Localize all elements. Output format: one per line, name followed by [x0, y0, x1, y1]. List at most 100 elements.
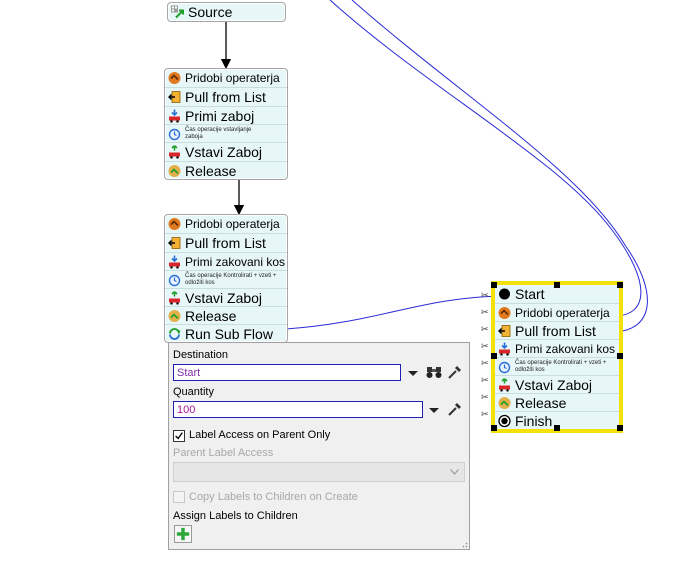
subflow-acquire-operator[interactable]: Pridobi operaterja [495, 304, 619, 322]
source-row[interactable]: Source [168, 3, 285, 21]
eyedropper-icon[interactable] [447, 402, 462, 417]
cut-icon[interactable]: ✂ [481, 307, 489, 317]
row-label: Čas operacije Kontrolirati + vzeti + odl… [515, 359, 607, 373]
subflow-pull-from-list[interactable]: Pull from List [495, 322, 619, 340]
cut-icon[interactable]: ✂ [481, 409, 489, 419]
plus-icon [176, 527, 190, 541]
subflow-release[interactable]: Release [495, 394, 619, 412]
block1-unload[interactable]: Vstavi Zaboj [165, 143, 287, 162]
block1-delay[interactable]: Čas operacije vstavljanje zaboja [165, 125, 287, 143]
resize-handle[interactable] [617, 353, 623, 359]
eyedropper-icon[interactable] [447, 365, 462, 380]
unload-icon [499, 378, 510, 391]
destination-input[interactable]: Start [173, 364, 401, 381]
row-label: Release [185, 162, 237, 179]
add-label-button[interactable] [174, 525, 192, 543]
subflow-delay[interactable]: Čas operacije Kontrolirati + vzeti + odl… [495, 358, 619, 376]
run-sub-flow-properties-panel: Destination Start Quantity 100 Label Acc… [168, 342, 470, 550]
block1-acquire-operator[interactable]: Pridobi operaterja [165, 69, 287, 88]
acquire-operator-icon [168, 72, 181, 84]
source-icon [171, 5, 184, 19]
cut-icon[interactable]: ✂ [481, 290, 489, 300]
start-icon [499, 288, 510, 300]
checkmark-icon [175, 432, 183, 440]
block2-pull-from-list[interactable]: Pull from List [165, 234, 287, 253]
finish-icon [498, 414, 511, 427]
row-label: Pull from List [185, 235, 266, 251]
block1-load[interactable]: Primi zaboj [165, 107, 287, 125]
block2-delay[interactable]: Čas operacije Kontrolirati + vzeti + odl… [165, 271, 287, 289]
row-label: Čas operacije Kontrolirati + vzeti + odl… [185, 272, 277, 286]
subflow-unload[interactable]: Vstavi Zaboj [495, 376, 619, 394]
row-label: Primi zakovani kos [185, 254, 286, 269]
pull-list-icon [168, 237, 181, 249]
row-label: Pridobi operaterja [185, 71, 280, 85]
row-label: Release [185, 307, 237, 324]
destination-dropdown-arrow[interactable] [408, 371, 418, 376]
quantity-label: Quantity [173, 386, 214, 398]
block2-run-sub-flow[interactable]: Run Sub Flow [165, 325, 287, 342]
cut-icon[interactable]: ✂ [481, 375, 489, 385]
row-label: Pull from List [515, 322, 596, 339]
quantity-dropdown-arrow[interactable] [429, 408, 439, 413]
parent-label-access-select [173, 462, 465, 482]
subflow-load[interactable]: Primi zakovani kos [495, 340, 619, 358]
delay-icon [168, 274, 181, 286]
block2-load[interactable]: Primi zakovani kos [165, 253, 287, 271]
cut-icon[interactable]: ✂ [481, 358, 489, 368]
run-subflow-icon [169, 327, 181, 340]
resize-handle[interactable] [491, 425, 497, 431]
chevron-down-icon [450, 469, 459, 475]
load-icon [169, 109, 180, 122]
row-label: Vstavi Zaboj [185, 144, 263, 160]
acquire-operator-icon [498, 306, 511, 319]
delay-icon [498, 361, 511, 373]
subflow-start[interactable]: Start [495, 285, 619, 304]
block1-pull-from-list[interactable]: Pull from List [165, 88, 287, 107]
source-block[interactable]: Source [167, 2, 286, 22]
row-label: Finish [515, 412, 553, 429]
resize-handle[interactable] [491, 353, 497, 359]
resize-handle[interactable] [554, 425, 560, 431]
block2-acquire-operator[interactable]: Pridobi operaterja [165, 215, 287, 234]
delay-icon [168, 128, 181, 140]
row-label: Run Sub Flow [185, 325, 273, 342]
block2-unload[interactable]: Vstavi Zaboj [165, 289, 287, 307]
destination-label: Destination [173, 349, 229, 361]
parent-label-access-label: Parent Label Access [173, 447, 274, 459]
upper-wire-1 [329, 0, 642, 317]
subflow-block[interactable]: Start Pridobi operaterja Pull from List … [491, 281, 623, 433]
subflow-link-wire [285, 295, 501, 330]
release-icon [168, 164, 181, 177]
quantity-input[interactable]: 100 [173, 401, 423, 418]
cut-icon[interactable]: ✂ [481, 341, 489, 351]
activity-block-1[interactable]: Pridobi operaterja Pull from List Primi … [164, 68, 288, 180]
row-label: Primi zaboj [185, 107, 255, 124]
assign-labels-label: Assign Labels to Children [173, 510, 298, 522]
binoculars-icon[interactable] [426, 365, 442, 379]
load-icon [499, 342, 510, 355]
label-access-parent-only-checkbox[interactable] [173, 430, 185, 442]
row-label: Start [515, 286, 545, 302]
pull-list-icon [168, 91, 181, 103]
cut-icon[interactable]: ✂ [481, 392, 489, 402]
resize-grip-icon[interactable] [460, 540, 468, 548]
source-label: Source [188, 4, 233, 20]
block2-release[interactable]: Release [165, 307, 287, 325]
cut-icon[interactable]: ✂ [481, 324, 489, 334]
subflow-finish[interactable]: Finish [495, 412, 619, 429]
activity-block-2[interactable]: Pridobi operaterja Pull from List Primi … [164, 214, 288, 343]
resize-handle[interactable] [554, 282, 560, 288]
upper-wire-2 [351, 0, 648, 333]
pull-list-icon [498, 324, 511, 337]
block1-release[interactable]: Release [165, 162, 287, 179]
resize-handle[interactable] [491, 282, 497, 288]
row-label: Vstavi Zaboj [185, 289, 263, 306]
row-label: Vstavi Zaboj [515, 376, 593, 393]
release-icon [498, 396, 511, 409]
row-label: Pridobi operaterja [185, 217, 280, 231]
unload-icon [169, 291, 180, 304]
resize-handle[interactable] [617, 425, 623, 431]
resize-handle[interactable] [617, 282, 623, 288]
row-label: Čas operacije vstavljanje zaboja [185, 126, 252, 140]
